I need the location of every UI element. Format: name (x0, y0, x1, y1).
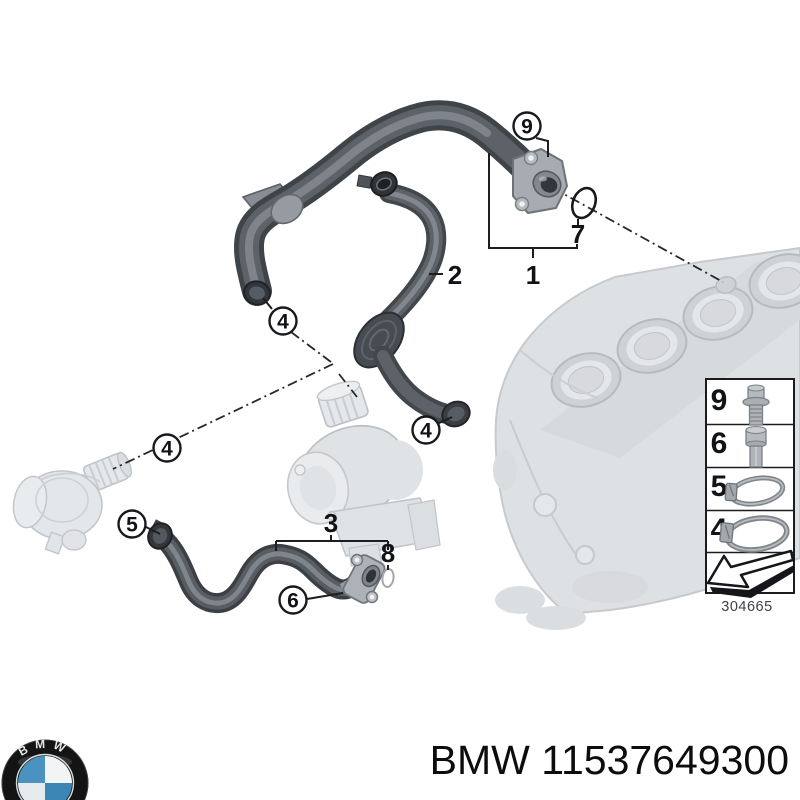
svg-text:9: 9 (711, 384, 728, 417)
bmw-logo: BMW (1, 737, 89, 800)
label-7[interactable]: 7 (571, 219, 585, 249)
pipe-1-flange (512, 147, 569, 215)
leader-lines (145, 137, 579, 600)
svg-text:4: 4 (277, 311, 289, 334)
hose-clamp-small-icon (724, 475, 786, 507)
svg-text:6: 6 (711, 427, 728, 460)
svg-text:4: 4 (420, 420, 432, 443)
legend-row-arrow (706, 549, 795, 598)
svg-text:8: 8 (381, 538, 395, 568)
svg-text:1: 1 (526, 260, 540, 290)
alignment-lines (112, 187, 724, 470)
svg-text:5: 5 (126, 514, 138, 537)
cylinder-bores (550, 253, 800, 408)
flange-bolt-icon (742, 384, 770, 426)
legend-row-5: 5 (711, 470, 786, 507)
hose-3-flange (339, 553, 386, 604)
callout-4a[interactable]: 4 (268, 306, 298, 336)
callout-9[interactable]: 9 (512, 111, 542, 141)
label-8[interactable]: 8 (381, 538, 395, 568)
engine-block-ghost (493, 246, 800, 630)
o-ring-8 (381, 568, 395, 588)
callout-4c[interactable]: 4 (411, 415, 441, 445)
legend-row-9: 9 (711, 384, 770, 426)
hex-bolt-icon (745, 426, 767, 468)
svg-text:7: 7 (571, 219, 585, 249)
label-1[interactable]: 1 (526, 260, 540, 290)
thermostat-ghost (12, 451, 132, 555)
o-ring-7 (570, 186, 598, 220)
svg-text:9: 9 (521, 116, 533, 139)
svg-text:4: 4 (161, 438, 173, 461)
part-title: BMW 11537649300 (430, 737, 789, 783)
hose-clamp-large-icon (719, 515, 790, 553)
svg-text:3: 3 (324, 508, 338, 538)
coolant-pipe-1 (233, 100, 598, 306)
legend-row-4: 4 (711, 513, 790, 553)
callouts: 9 4 4 4 5 6 7 2 1 3 (117, 111, 585, 615)
direction-arrow-icon (706, 549, 795, 598)
svg-text:6: 6 (287, 590, 299, 613)
diagram-number: 304665 (721, 599, 772, 615)
legend: 9 6 5 (705, 378, 795, 615)
legend-row-6: 6 (711, 426, 767, 468)
callout-6[interactable]: 6 (278, 585, 308, 615)
svg-text:5: 5 (711, 470, 728, 503)
water-pump-ghost (286, 380, 441, 567)
label-2[interactable]: 2 (448, 260, 462, 290)
coolant-hose-3 (147, 519, 395, 614)
callout-4b[interactable]: 4 (152, 433, 182, 463)
coolant-hose-2 (353, 171, 471, 428)
label-3[interactable]: 3 (324, 508, 338, 538)
callout-5[interactable]: 5 (117, 509, 147, 539)
svg-text:2: 2 (448, 260, 462, 290)
